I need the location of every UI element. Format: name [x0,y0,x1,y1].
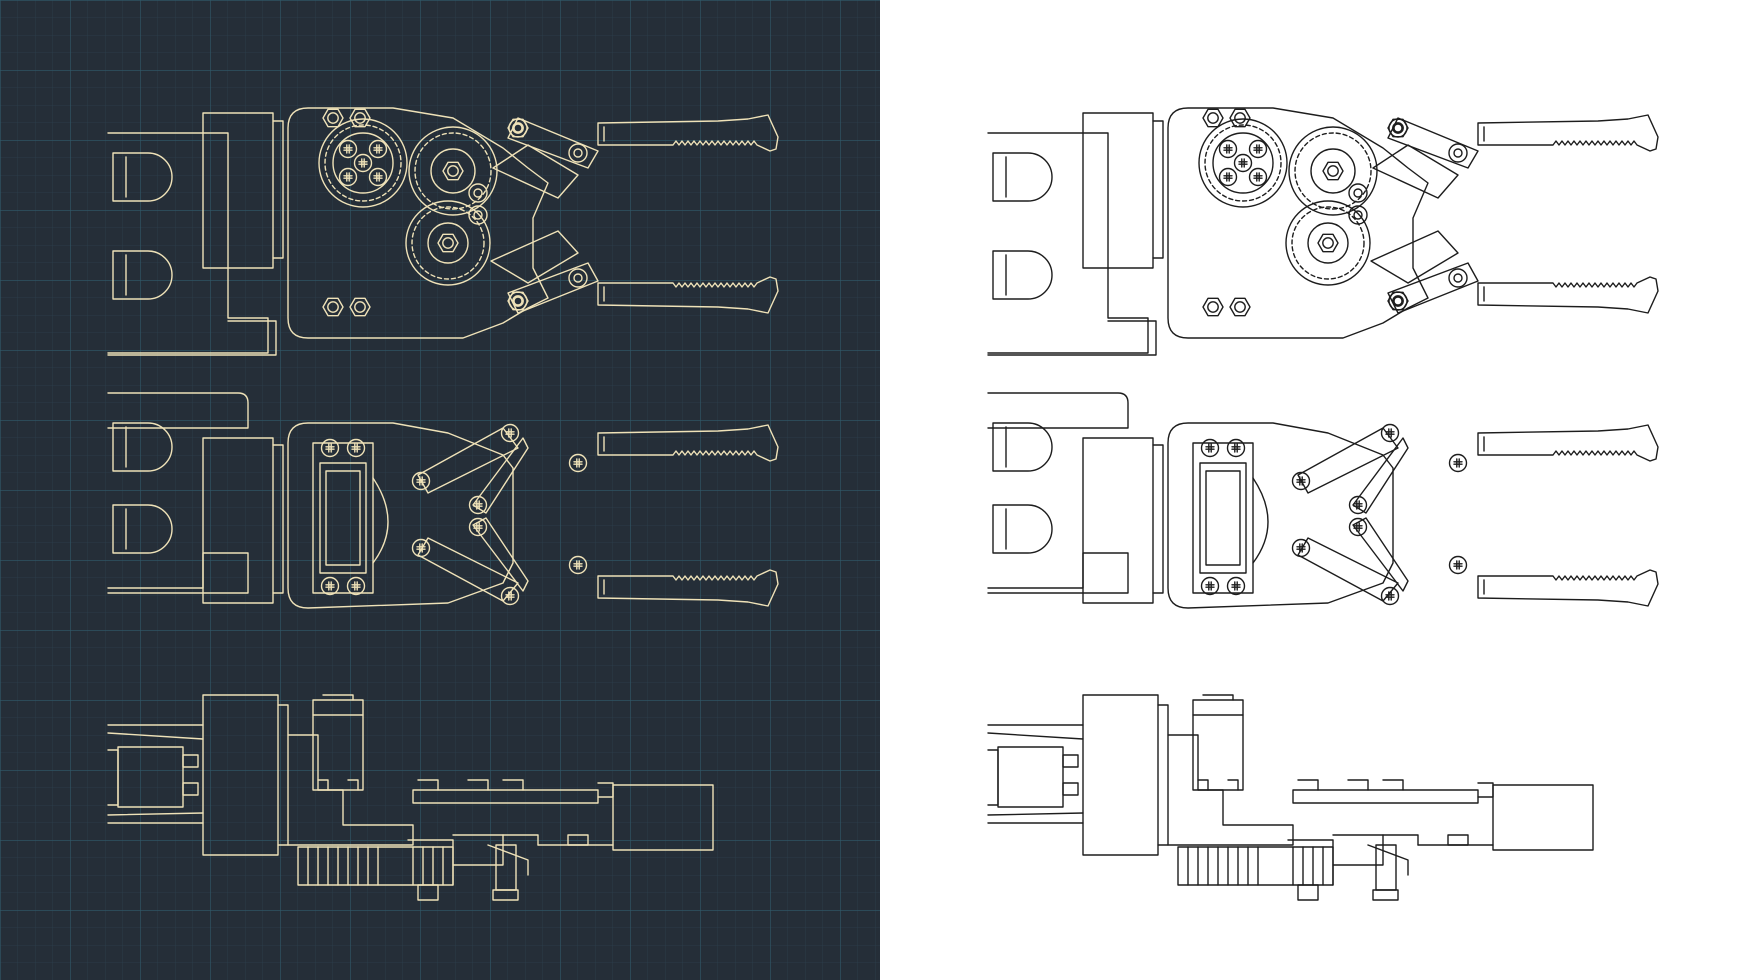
white-background [880,0,1763,980]
blueprint-grid [0,0,880,980]
